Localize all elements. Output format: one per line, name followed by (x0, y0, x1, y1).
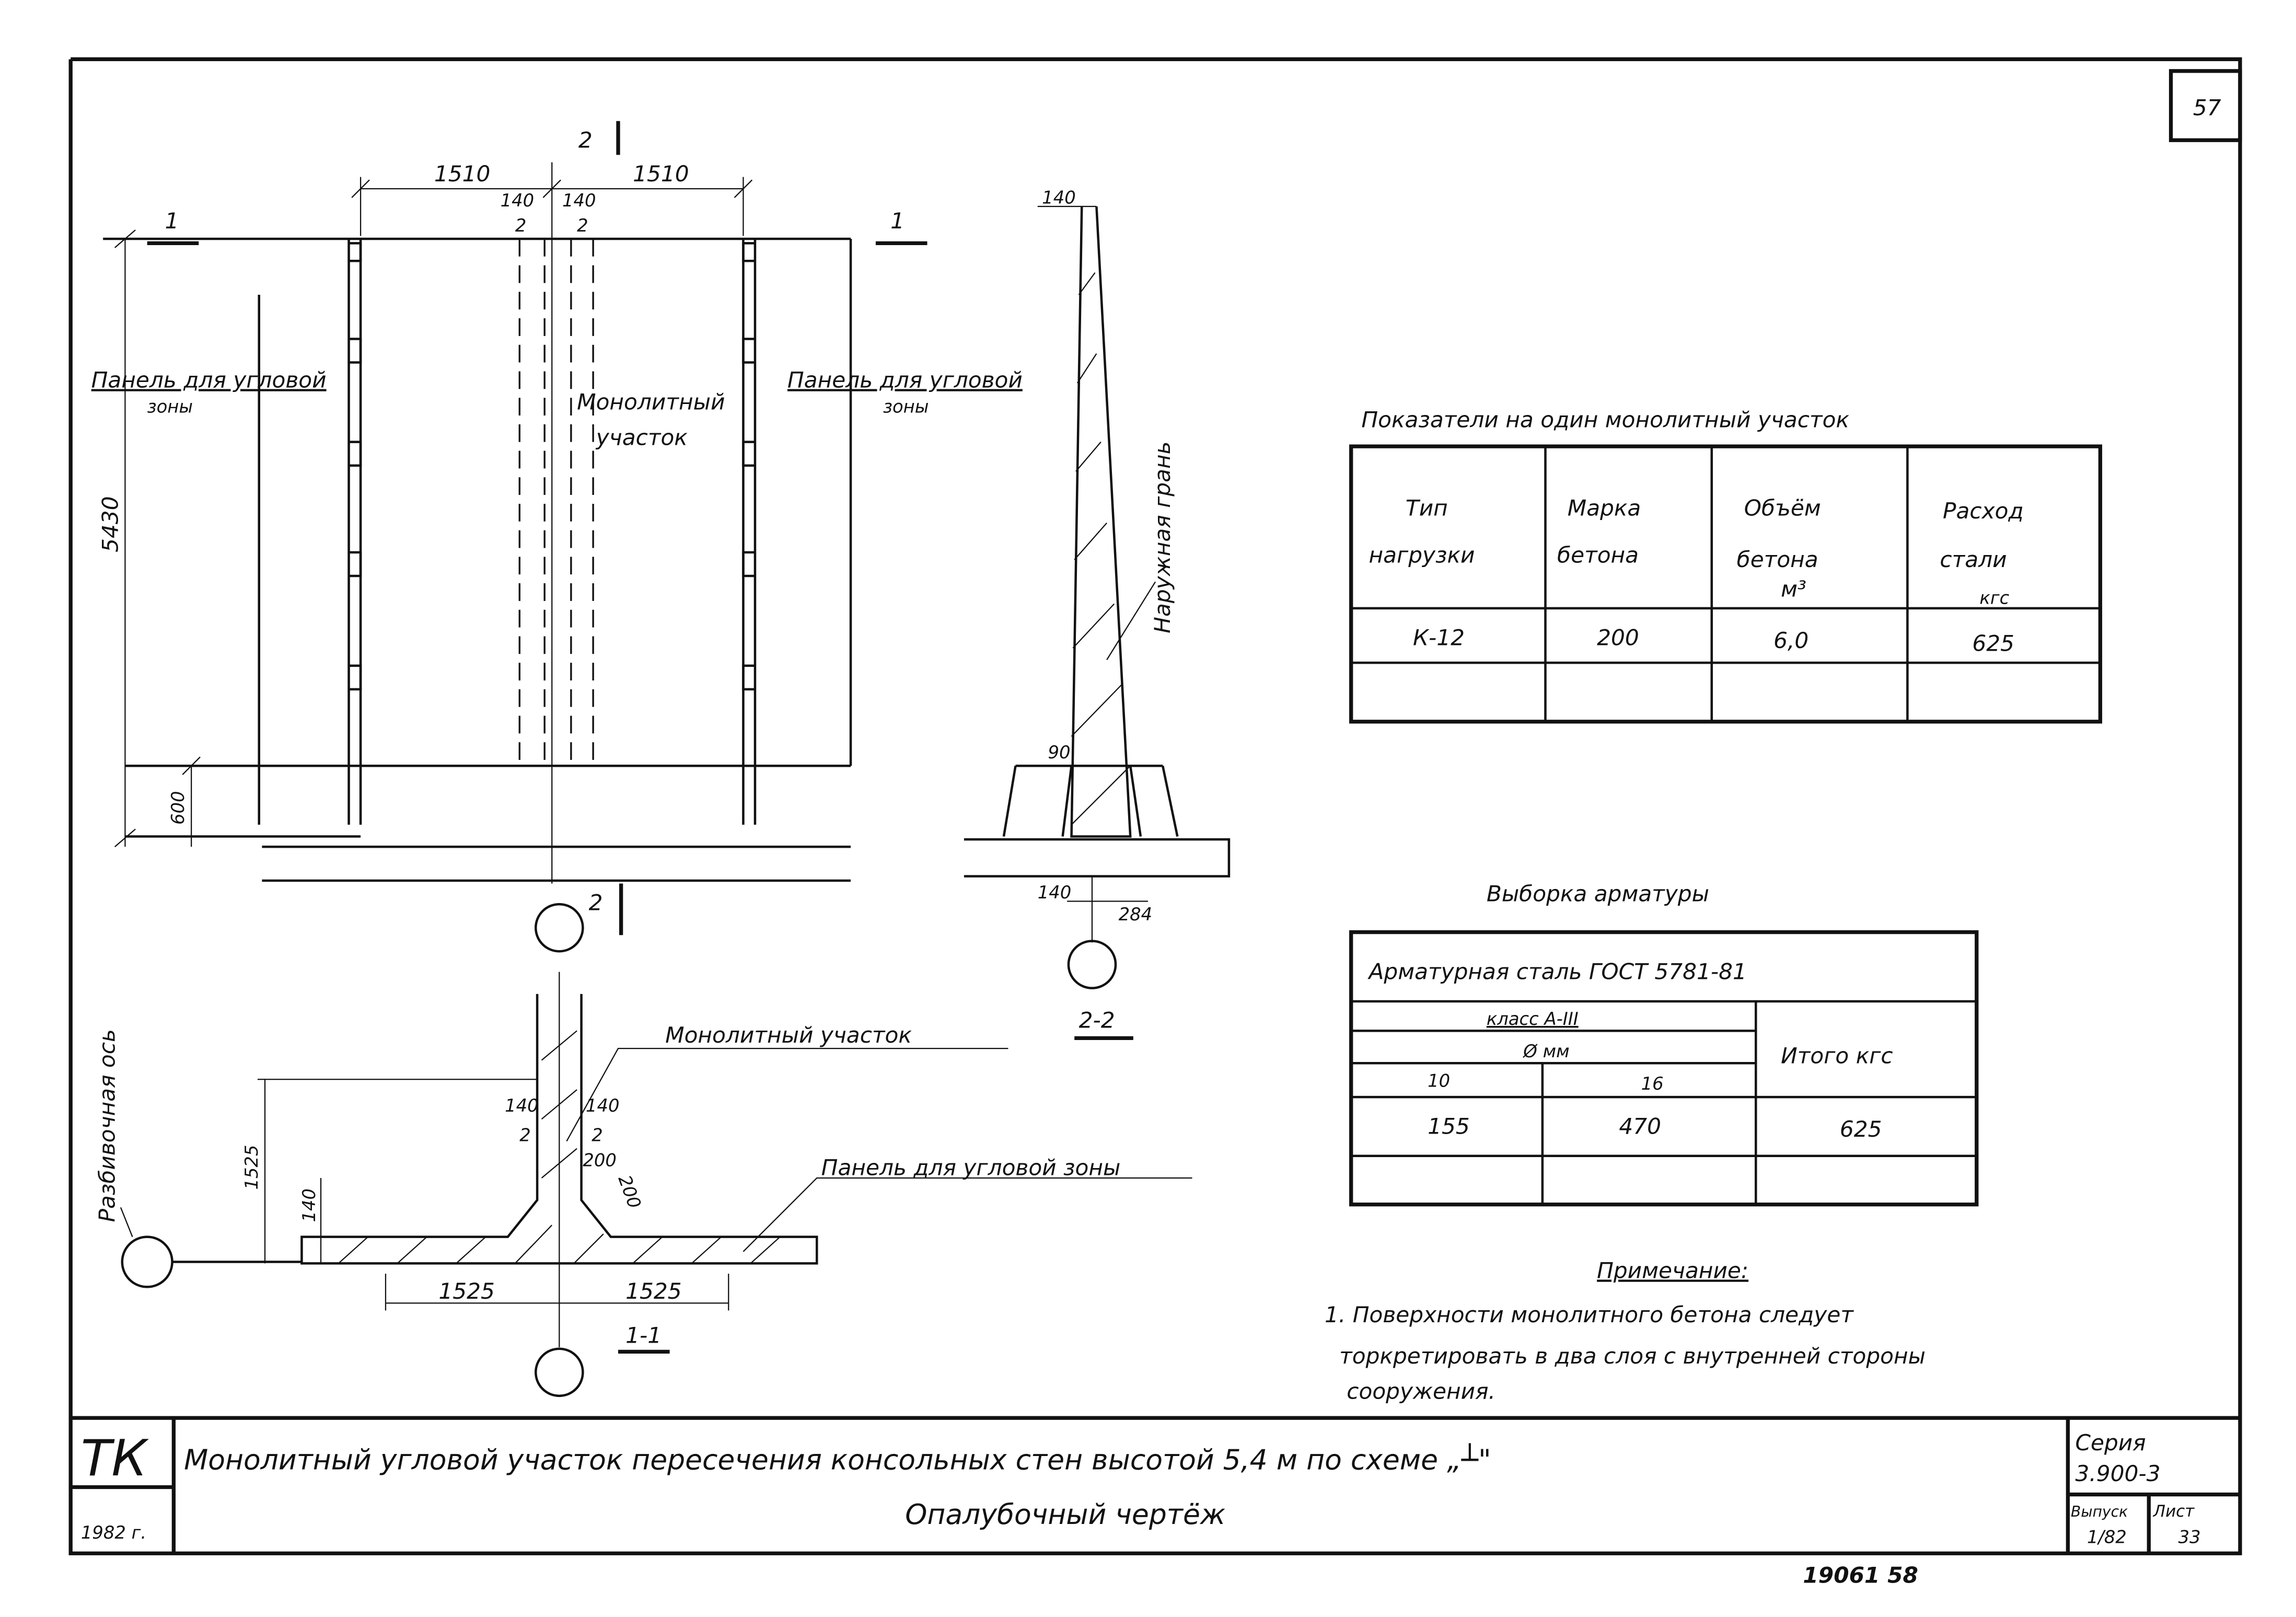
sheet-label: Лист (2153, 1502, 2195, 1521)
table-header: бетона (1737, 547, 1818, 572)
table-header: Марка (1568, 495, 1641, 521)
label: Панель для угловой зоны (821, 1154, 1121, 1180)
dim-label: 600 (168, 791, 188, 825)
section-mark: 2 (589, 890, 603, 915)
table-cell: 6,0 (1773, 628, 1808, 653)
dim-label: 1525 (241, 1145, 262, 1190)
label: Разбивочная ось (95, 1029, 120, 1222)
section-mark: 1 (165, 208, 179, 234)
note-text: 1. Поверхности монолитного бетона следуе… (1325, 1302, 1854, 1327)
label: Монолитный участок (665, 1022, 912, 1048)
drawing-subtitle: Опалубочный чертёж (905, 1498, 1225, 1531)
label: зоны (147, 396, 193, 417)
table-header: 16 (1641, 1073, 1664, 1094)
label: участок (595, 424, 688, 450)
section-title: 1-1 (625, 1322, 662, 1348)
dim-label: 140 (299, 1188, 319, 1222)
dim-label: 284 (1119, 904, 1153, 925)
label: зоны (883, 396, 929, 417)
dim-label: 2 (519, 1125, 531, 1146)
label: Панель для угловой (787, 367, 1023, 392)
indicators-table (1349, 444, 2103, 724)
series-label: Серия (2075, 1430, 2146, 1456)
label: Наружная грань (1150, 441, 1175, 633)
sheet-frame (68, 57, 2242, 1555)
dim-label: 200 (583, 1150, 617, 1170)
series-number: 3.900-3 (2075, 1461, 2161, 1486)
dim-label: 200 (614, 1172, 645, 1211)
dim-label: 2 (592, 1125, 603, 1146)
table-header: Итого кгс (1781, 1043, 1893, 1068)
dim-label: 1510 (434, 161, 491, 187)
title-block-year: 1982 г. (81, 1522, 146, 1543)
section-mark: 2 (578, 127, 593, 153)
table-header: Тип (1406, 495, 1448, 521)
table-header: 10 (1428, 1070, 1450, 1091)
table-header: Арматурная сталь ГОСТ 5781-81 (1367, 959, 1747, 985)
section-mark: 1 (890, 208, 905, 234)
note-text: сооружения. (1347, 1378, 1495, 1404)
label: Панель для угловой (91, 367, 327, 392)
dim-label: 1510 (633, 161, 689, 187)
title-block (71, 1416, 2240, 1554)
table-header: м³ (1781, 576, 1806, 602)
dim-label: 2 (577, 215, 588, 236)
issue-label: Выпуск (2071, 1503, 2128, 1520)
label: Монолитный (577, 389, 725, 415)
table-title: Показатели на один монолитный участок (1361, 407, 1849, 432)
title-block-code: ТК (81, 1429, 149, 1487)
page-number: 57 (2193, 95, 2221, 120)
bottom-stamp: 19061 58 (1803, 1563, 1918, 1588)
table-header: Ø мм (1522, 1041, 1569, 1061)
section-2-2 (964, 205, 1231, 1041)
table-header: нагрузки (1369, 542, 1475, 568)
table-cell: 470 (1619, 1113, 1661, 1139)
table-header: кгс (1979, 587, 2009, 608)
table-header: Расход (1943, 498, 2024, 524)
table-cell: К-12 (1413, 625, 1465, 650)
dim-label: 140 (562, 190, 596, 211)
table-header: стали (1940, 547, 2007, 572)
drawing-title: Монолитный угловой участок пересечения к… (184, 1443, 1491, 1476)
dim-label: 140 (1042, 187, 1076, 207)
dim-label: 90 (1048, 742, 1070, 763)
table-header: бетона (1557, 542, 1639, 568)
sheet-number: 33 (2178, 1527, 2201, 1547)
dim-label: 140 (505, 1095, 539, 1116)
table-header: класс A-III (1487, 1009, 1579, 1029)
section-1-1 (120, 972, 1192, 1397)
section-title: 2-2 (1079, 1008, 1115, 1033)
dim-label: 1525 (625, 1278, 682, 1304)
issue-number: 1/82 (2087, 1527, 2127, 1547)
dim-label: 1525 (438, 1278, 495, 1304)
table-title: Выборка арматуры (1487, 881, 1709, 906)
dim-label: 5430 (97, 496, 123, 552)
note-text: торкретировать в два слоя с внутренней с… (1339, 1343, 1926, 1369)
table-header: Объём (1744, 495, 1821, 521)
table-cell: 625 (1972, 631, 2014, 656)
dim-label: 2 (515, 215, 527, 236)
dim-label: 140 (1038, 882, 1072, 903)
rebar-table (1349, 930, 1979, 1207)
dim-label: 140 (501, 190, 535, 211)
table-cell: 200 (1597, 625, 1639, 650)
table-cell: 155 (1428, 1113, 1470, 1139)
plan-view (103, 121, 927, 953)
note-title: Примечание: (1597, 1258, 1748, 1284)
dim-label: 140 (586, 1095, 620, 1116)
table-cell: 625 (1840, 1116, 1882, 1142)
